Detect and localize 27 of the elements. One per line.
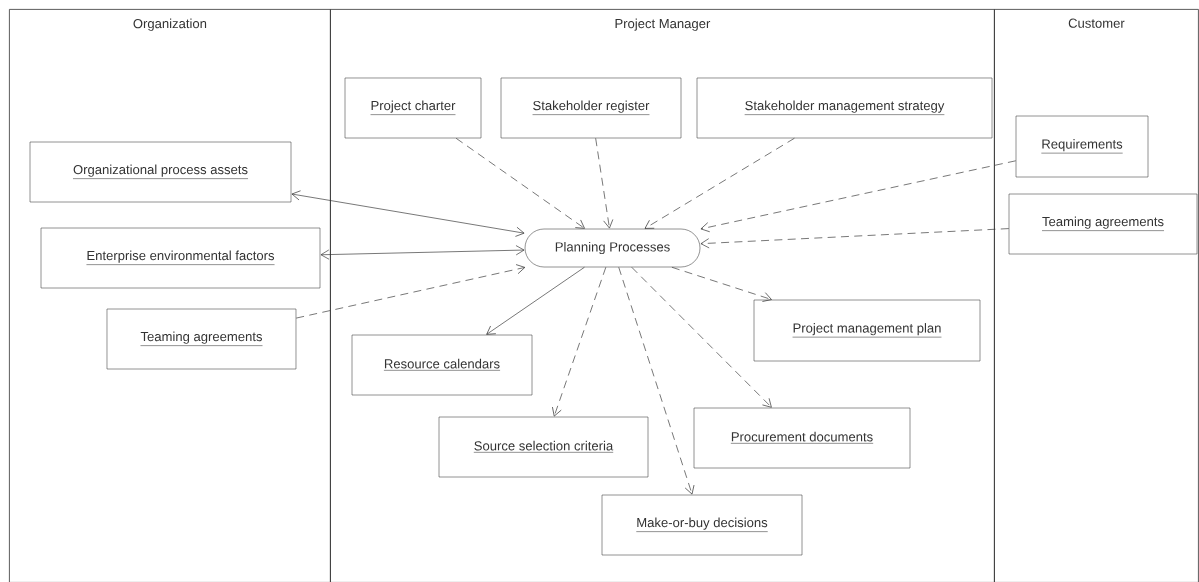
- artifact-box: Procurement documents: [693, 407, 911, 469]
- artifact-box: Make-or-buy decisions: [601, 494, 803, 556]
- artifact-box: Project management plan: [753, 299, 981, 362]
- arrow: [552, 266, 607, 417]
- arrow: [320, 245, 525, 260]
- artifact-box: Teaming agreements: [106, 308, 297, 370]
- artifact-box: Teaming agreements: [1008, 193, 1198, 255]
- process-terminal: Planning Processes: [524, 228, 701, 268]
- artifact-box: Stakeholder management strategy: [696, 77, 993, 139]
- arrow: [700, 160, 1017, 233]
- artifact-box: Organizational process assets: [29, 141, 292, 203]
- arrow: [486, 266, 585, 335]
- artifact-box: Stakeholder register: [500, 77, 682, 139]
- artifact-box: Requirements: [1015, 115, 1149, 178]
- arrow: [631, 266, 772, 408]
- arrow: [455, 137, 585, 229]
- arrow: [700, 228, 1010, 249]
- arrow: [618, 266, 695, 495]
- arrow: [644, 137, 795, 229]
- artifact-box: Project charter: [344, 77, 482, 139]
- arrow: [671, 266, 772, 302]
- artifact-box: Enterprise environmental factors: [40, 227, 321, 289]
- arrow: [295, 264, 526, 319]
- artifact-box: Resource calendars: [351, 334, 533, 396]
- arrow: [595, 137, 614, 229]
- artifact-box: Source selection criteria: [438, 416, 649, 478]
- arrow: [291, 190, 525, 237]
